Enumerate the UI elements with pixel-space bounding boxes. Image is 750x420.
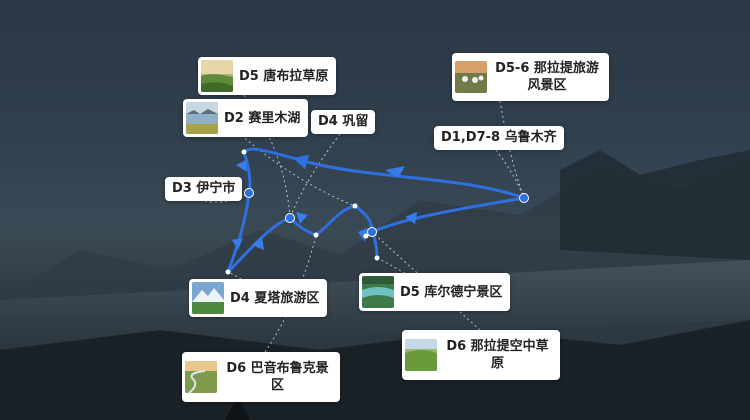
route-return-urumqi	[370, 196, 526, 234]
label-nalati-grassland[interactable]: D6 那拉提空中草原	[402, 330, 560, 380]
route-arrows	[232, 160, 417, 250]
label-kuerdening[interactable]: D5 库尔德宁景区	[359, 273, 511, 311]
route-path	[226, 147, 526, 274]
label-text: D2 赛里木湖	[224, 110, 301, 126]
label-text: D6 那拉提空中草原	[446, 339, 549, 371]
node-bayinbuluke[interactable]	[313, 232, 319, 238]
forest-slope	[560, 150, 750, 260]
leader-nalati-grassland	[371, 231, 481, 331]
node-urumqi[interactable]	[519, 193, 529, 203]
highland-meadow-photo	[405, 339, 437, 371]
label-text: D3 伊宁市	[172, 181, 236, 196]
label-nalati-scenic[interactable]: D5-6 那拉提旅游风景区	[452, 53, 609, 101]
node-sayram[interactable]	[241, 149, 247, 155]
yurt-camp-photo	[455, 61, 487, 93]
snow-mountain-photo	[192, 282, 224, 314]
river-valley-photo	[362, 276, 394, 308]
node-gongliu[interactable]	[285, 213, 295, 223]
arrow-6	[358, 228, 368, 242]
node-kuerdening[interactable]	[374, 255, 380, 261]
winding-river-photo	[185, 361, 217, 393]
route-urumqi-sayram	[242, 147, 526, 200]
label-text: D6 巴音布鲁克景区	[226, 361, 329, 393]
label-urumqi[interactable]: D1,D7-8 乌鲁木齐	[434, 126, 564, 150]
label-tanghla[interactable]: D5 唐布拉草原	[198, 57, 337, 95]
arrow-3	[232, 238, 243, 250]
label-text: D4 巩留	[318, 114, 369, 129]
label-text: D4 夏塔旅游区	[230, 290, 320, 306]
node-nalati-grassland[interactable]	[363, 233, 369, 239]
grassland-sunset-photo	[201, 60, 233, 92]
label-text: D5 唐布拉草原	[239, 68, 329, 84]
label-text: D5 库尔德宁景区	[400, 284, 503, 300]
leader-gongliu	[289, 133, 341, 219]
arrow-5	[296, 212, 308, 224]
label-text: D1,D7-8 乌鲁木齐	[441, 130, 557, 145]
foreground-rock	[225, 395, 250, 420]
arrow-2	[236, 160, 247, 172]
lake-photo	[186, 102, 218, 134]
leader-nalati-scenic	[499, 100, 525, 199]
node-xiata[interactable]	[225, 269, 231, 275]
label-bayinbuluke[interactable]: D6 巴音布鲁克景区	[182, 352, 340, 402]
arrow-7	[405, 212, 417, 224]
route-yining-xiata	[226, 191, 251, 274]
label-text: D5-6 那拉提旅游风景区	[495, 61, 599, 93]
label-gongliu[interactable]: D4 巩留	[311, 110, 376, 134]
arrow-1	[385, 166, 405, 178]
node-nalati[interactable]	[367, 227, 377, 237]
label-xiata[interactable]: D4 夏塔旅游区	[189, 279, 328, 317]
node-tanghla[interactable]	[352, 203, 358, 209]
arrow-4	[252, 237, 264, 250]
label-yining[interactable]: D3 伊宁市	[165, 177, 243, 201]
node-yining[interactable]	[244, 188, 254, 198]
route-sayram-yining	[242, 150, 252, 195]
label-sayram[interactable]: D2 赛里木湖	[183, 99, 309, 137]
